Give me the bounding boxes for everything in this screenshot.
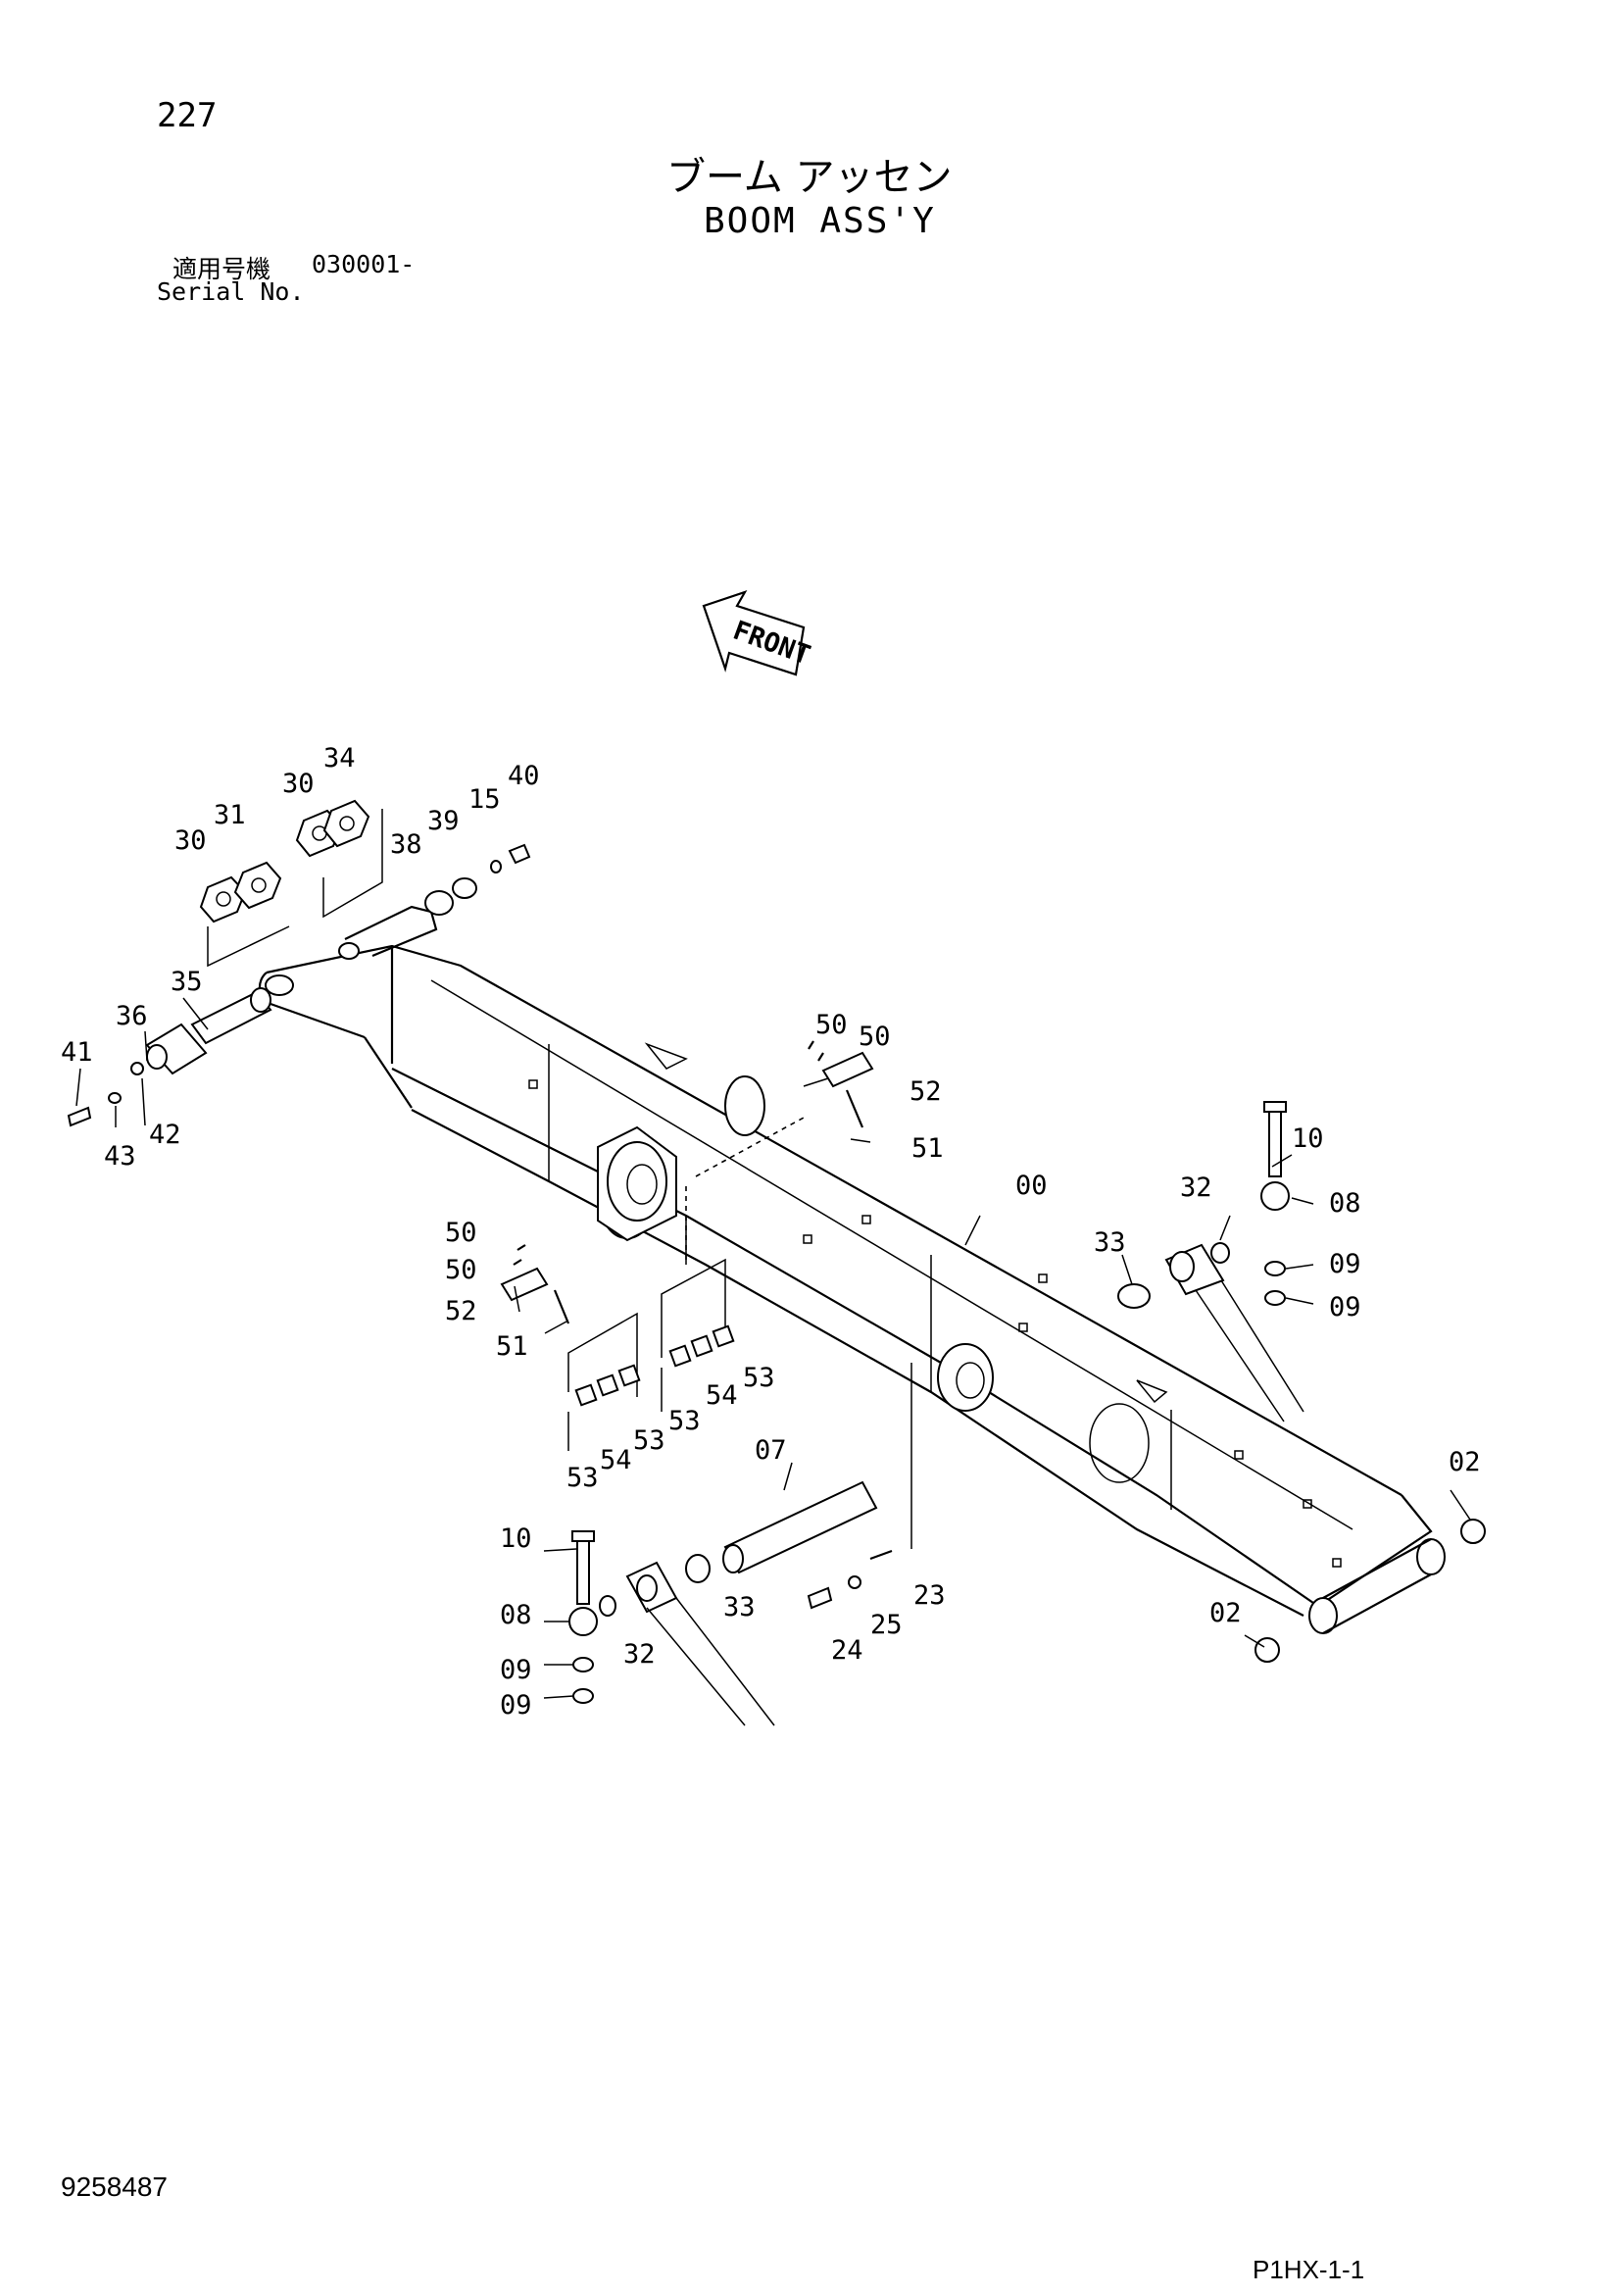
callout-50: 50: [815, 1010, 848, 1040]
callout-50: 50: [859, 1022, 891, 1052]
rear-rings: [1254, 1519, 1486, 1663]
callout-15: 15: [468, 784, 501, 815]
callout-35: 35: [171, 967, 203, 997]
cylinder-bracket: [597, 1075, 805, 1265]
callout-42: 42: [149, 1120, 181, 1150]
callout-10: 10: [500, 1523, 532, 1554]
serial-label-english: Serial No.: [157, 277, 305, 306]
front-pin-assembly: [67, 987, 272, 1127]
callout-50: 50: [445, 1218, 477, 1248]
callout-30: 30: [174, 825, 207, 856]
title-english: BOOM ASS'Y: [704, 201, 936, 241]
callout-labels: 41 43 42 36 35 30 31 30 34 38 39 15 40 5…: [61, 743, 1481, 1721]
callout-54: 54: [706, 1380, 738, 1411]
callout-53: 53: [668, 1406, 701, 1436]
callout-41: 41: [61, 1037, 93, 1068]
callout-30: 30: [282, 769, 315, 799]
callout-34: 34: [323, 743, 356, 774]
shims-30-31: [199, 799, 383, 968]
callout-51: 51: [496, 1331, 528, 1362]
callout-08: 08: [500, 1600, 532, 1630]
page-number: 227: [157, 96, 218, 135]
callout-52: 52: [445, 1296, 477, 1326]
callout-02: 02: [1209, 1598, 1242, 1628]
callout-02: 02: [1449, 1447, 1481, 1477]
callout-43: 43: [104, 1141, 136, 1172]
callout-50: 50: [445, 1255, 477, 1285]
callout-36: 36: [116, 1001, 148, 1031]
right-bolt-stack: [1260, 1101, 1290, 1306]
front-arrow-icon: FRONT: [702, 590, 814, 676]
serial-label-japanese: 適用号機: [172, 255, 271, 283]
callout-53: 53: [743, 1363, 775, 1393]
serial-number-value: 030001-: [312, 250, 416, 278]
title-japanese: ブーム アッセン: [666, 155, 953, 200]
callout-07: 07: [755, 1435, 787, 1466]
foot-pin-assembly: [599, 1480, 878, 1726]
leader-lines: [75, 997, 1471, 1699]
callout-09: 09: [1329, 1249, 1361, 1279]
callout-09: 09: [500, 1655, 532, 1685]
callout-38: 38: [390, 829, 422, 860]
callout-40: 40: [508, 761, 540, 791]
cap-assembly: [424, 843, 531, 916]
callout-52: 52: [910, 1076, 942, 1107]
callout-54: 54: [600, 1445, 632, 1475]
grease-fitting-assembly: [807, 1363, 912, 1610]
left-bolt-stack: [568, 1530, 598, 1704]
callout-09: 09: [1329, 1292, 1361, 1323]
callout-31: 31: [214, 800, 246, 830]
callout-23: 23: [913, 1580, 946, 1611]
sheet-code: P1HX-1-1: [1253, 2255, 1365, 2284]
callout-33: 33: [1094, 1227, 1126, 1258]
document-number: 9258487: [61, 2171, 169, 2202]
callout-32: 32: [623, 1639, 656, 1670]
left-pin-assembly: [500, 1244, 735, 1451]
callout-25: 25: [870, 1610, 903, 1640]
callout-24: 24: [831, 1635, 863, 1666]
right-cylinder-assembly: [1117, 1242, 1304, 1423]
callout-53: 53: [633, 1425, 665, 1456]
callout-33: 33: [723, 1592, 756, 1622]
callout-53: 53: [566, 1463, 599, 1493]
callout-09: 09: [500, 1690, 532, 1721]
callout-51: 51: [911, 1133, 944, 1164]
callout-00: 00: [1015, 1171, 1048, 1201]
upper-pin-assembly: [808, 1040, 874, 1128]
callout-39: 39: [427, 806, 460, 836]
callout-08: 08: [1329, 1188, 1361, 1219]
front-arrow-label: FRONT: [729, 616, 814, 672]
callout-32: 32: [1180, 1173, 1212, 1203]
callout-10: 10: [1292, 1123, 1324, 1154]
